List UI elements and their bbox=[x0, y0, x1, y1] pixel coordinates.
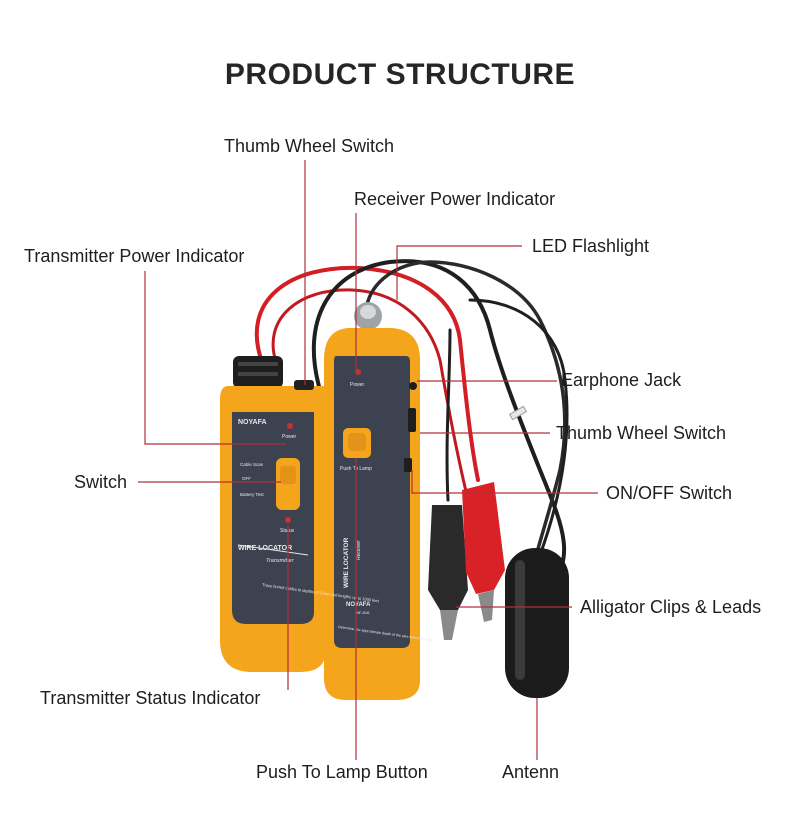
receiver-model: NF-816 bbox=[356, 610, 370, 615]
transmitter-brand: NOYAFA bbox=[238, 419, 267, 426]
label-alligator-clips: Alligator Clips & Leads bbox=[580, 597, 762, 617]
black-cable-loop-1 bbox=[311, 259, 567, 592]
red-lead-outer bbox=[254, 265, 480, 482]
label-transmitter-status-indicator: Transmitter Status Indicator bbox=[40, 688, 261, 708]
leader-led-flashlight bbox=[396, 245, 522, 300]
cables bbox=[254, 259, 569, 592]
label-earphone-jack: Earphone Jack bbox=[561, 370, 682, 390]
transmitter-mode-off: OFF bbox=[242, 476, 251, 481]
receiver-power-text: Power bbox=[350, 382, 365, 388]
black-lead-to-clip bbox=[445, 328, 452, 502]
leader-on-off bbox=[411, 470, 598, 494]
black-cable-loop-3 bbox=[468, 298, 569, 557]
transmitter-status-text: Status bbox=[280, 528, 295, 534]
red-clip-jaw bbox=[478, 590, 494, 622]
transmitter-mode-battery: Battery Test bbox=[240, 492, 264, 497]
alligator-clips bbox=[428, 482, 505, 640]
label-switch: Switch bbox=[74, 472, 128, 492]
label-push-to-lamp-button: Push To Lamp Button bbox=[256, 762, 428, 782]
red-clip-body bbox=[462, 482, 505, 594]
black-clip-jaw bbox=[440, 610, 458, 640]
transmitter-mode-cable: Cable Scan bbox=[240, 462, 264, 467]
label-receiver-power-indicator: Receiver Power Indicator bbox=[354, 189, 556, 209]
transmitter-subname: Transmitter bbox=[266, 558, 295, 564]
transmitter bbox=[220, 356, 326, 672]
page-title: PRODUCT STRUCTURE bbox=[224, 58, 576, 91]
label-led-flashlight: LED Flashlight bbox=[532, 236, 650, 256]
transmitter-power-text: Power bbox=[282, 434, 297, 440]
label-transmitter-power-indicator: Transmitter Power Indicator bbox=[24, 246, 245, 266]
label-thumb-wheel-switch-top: Thumb Wheel Switch bbox=[224, 136, 395, 156]
receiver-name: WIRE LOCATOR bbox=[343, 537, 350, 588]
cable-tie bbox=[508, 405, 528, 421]
receiver bbox=[324, 302, 420, 700]
label-antenn: Antenn bbox=[502, 762, 560, 782]
receiver-brand: NOYAFA bbox=[346, 602, 371, 608]
label-thumb-wheel-switch-right: Thumb Wheel Switch bbox=[556, 423, 727, 443]
leader-transmitter-power bbox=[144, 271, 286, 445]
receiver-subname: Receiver bbox=[356, 540, 362, 560]
leader-lines bbox=[138, 160, 598, 760]
red-lead-inner bbox=[271, 288, 470, 502]
transmitter-name: WIRE LOCATOR bbox=[238, 545, 292, 552]
black-cable-loop-2 bbox=[364, 260, 567, 562]
label-on-off-switch: ON/OFF Switch bbox=[606, 483, 733, 503]
antenna-probe bbox=[505, 548, 569, 698]
black-clip-body bbox=[428, 505, 468, 610]
